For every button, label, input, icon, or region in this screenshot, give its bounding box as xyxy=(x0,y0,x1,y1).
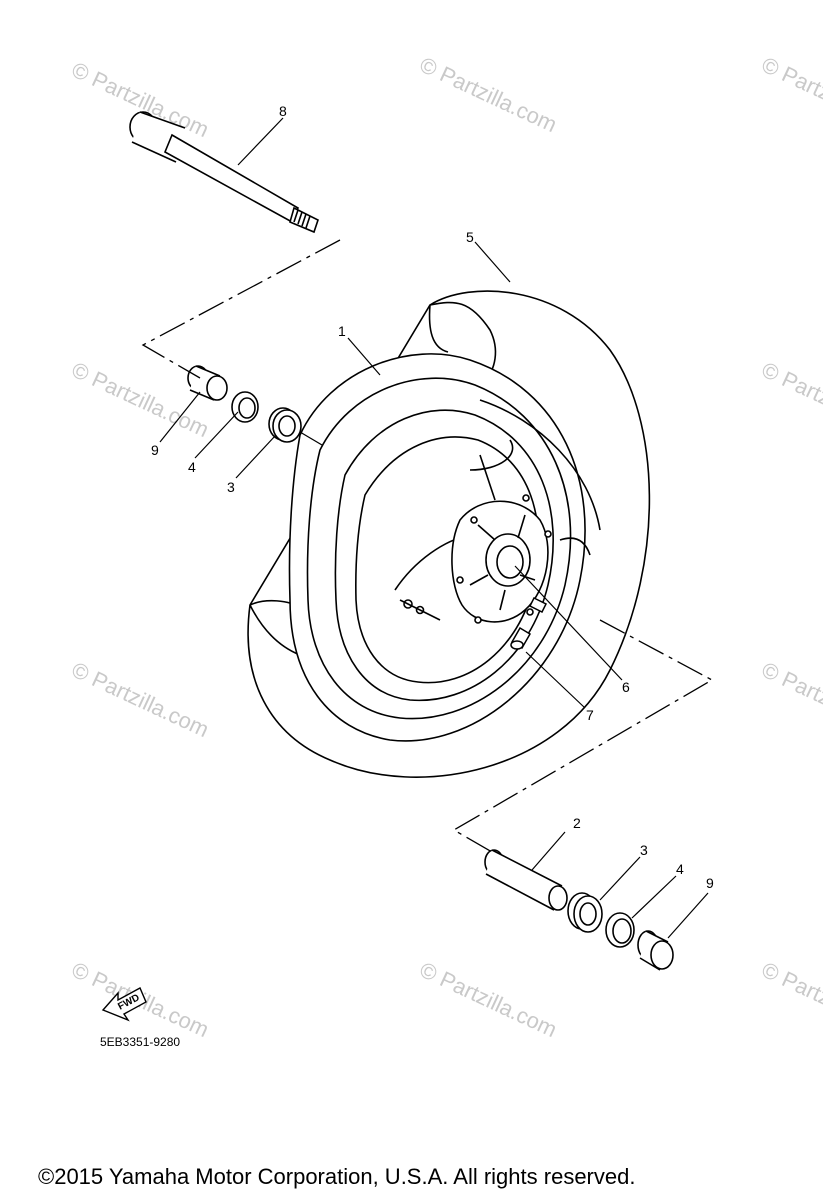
bearing-part-3-left xyxy=(268,407,302,443)
callout-5: 5 xyxy=(466,229,474,245)
callout-3: 3 xyxy=(640,842,648,858)
watermark: © Partzilla.com xyxy=(416,52,561,137)
copyright-notice: ©2015 Yamaha Motor Corporation, U.S.A. A… xyxy=(38,1164,636,1189)
spacer-part-2 xyxy=(484,849,568,911)
collar-part-9-right xyxy=(637,930,674,971)
valve-part-7 xyxy=(510,626,532,650)
tire-and-rim-part-1-5 xyxy=(247,290,651,778)
collar-part-9-left xyxy=(187,365,228,401)
callout-8: 8 xyxy=(279,103,287,119)
callout-2: 2 xyxy=(573,815,581,831)
callout-9: 9 xyxy=(151,442,159,458)
leader-lines xyxy=(159,117,709,939)
diagram-code: 5EB3351-9280 xyxy=(100,1035,180,1049)
watermark: © Partzilla.com xyxy=(416,957,561,1042)
watermark: © Partzilla.com xyxy=(758,957,823,1042)
callout-7: 7 xyxy=(586,707,594,723)
assembly-lines xyxy=(141,239,714,853)
axle-part-8 xyxy=(129,111,319,234)
callout-numbers: 1 2 3 3 4 4 5 6 7 8 9 9 xyxy=(151,103,714,891)
callout-4: 4 xyxy=(188,459,196,475)
watermark: © Partzilla.com xyxy=(758,52,823,137)
callout-1: 1 xyxy=(338,323,346,339)
watermark: © Partzilla.com xyxy=(758,357,823,442)
watermark: © Partzilla.com xyxy=(758,657,823,742)
forward-arrow-icon: FWD xyxy=(101,987,147,1022)
bearing-part-3-right xyxy=(567,892,603,933)
callout-6: 6 xyxy=(622,679,630,695)
callout-3: 3 xyxy=(227,479,235,495)
oil-seal-part-4-right xyxy=(605,912,635,948)
wheel-hub xyxy=(451,494,552,624)
bolt-part-6 xyxy=(528,596,548,614)
watermark: © Partzilla.com xyxy=(68,657,213,742)
callout-4: 4 xyxy=(676,861,684,877)
callout-9: 9 xyxy=(706,875,714,891)
oil-seal-part-4-left xyxy=(231,391,259,423)
